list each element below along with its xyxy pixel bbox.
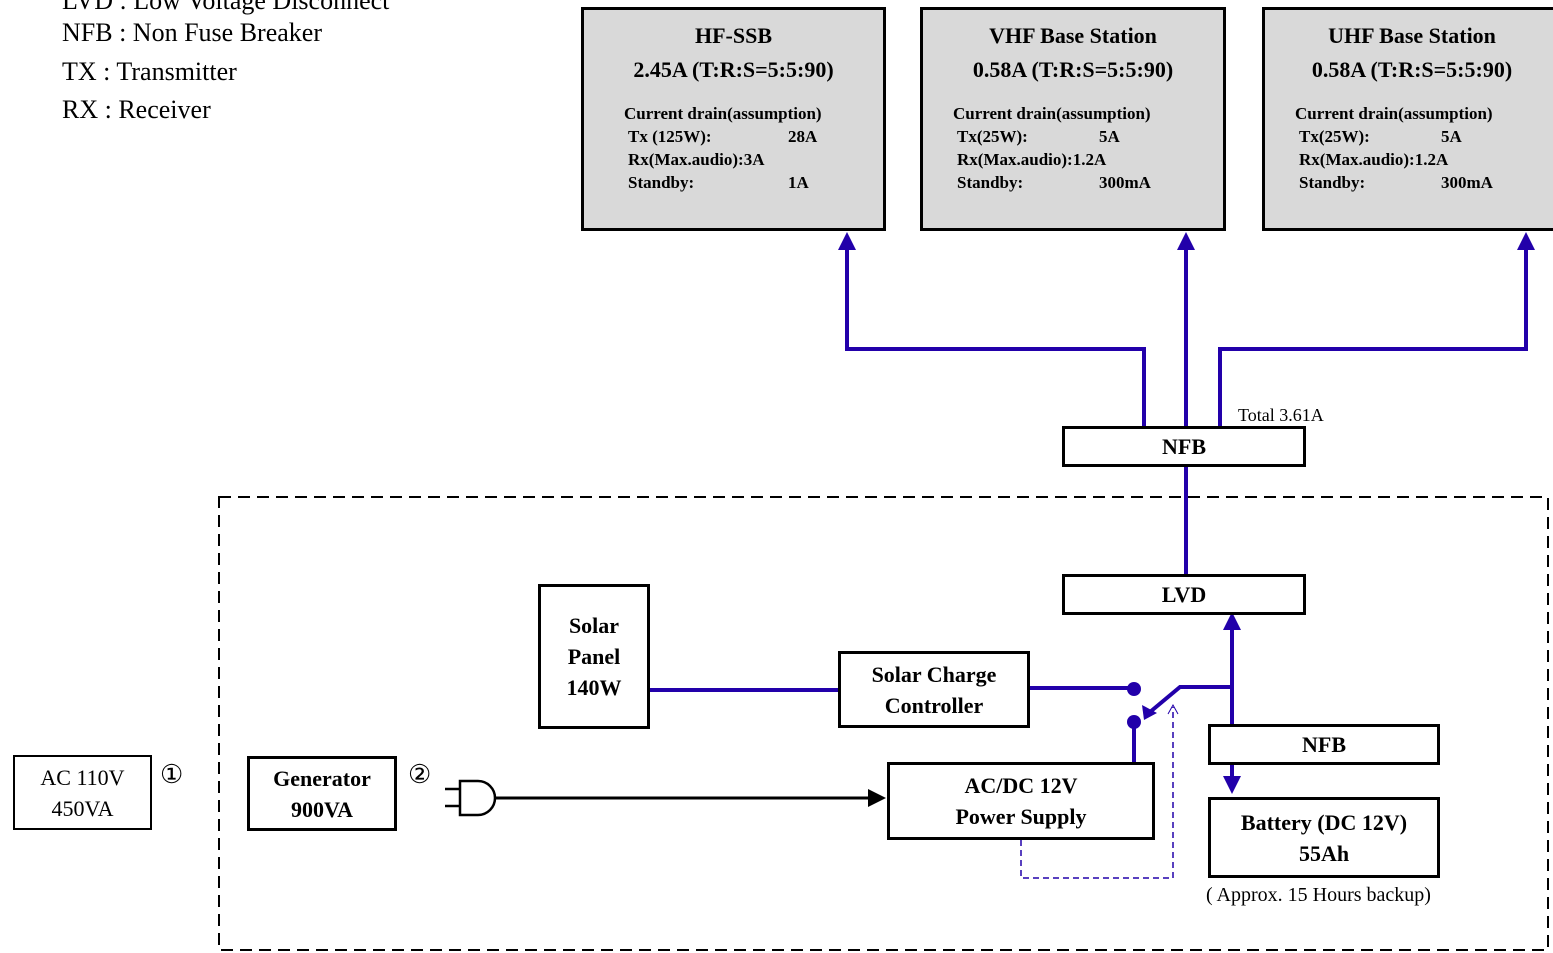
lvd-label: LVD — [1161, 582, 1207, 607]
mains-plug-icon — [445, 779, 497, 817]
tx-label: Tx (125W): — [628, 127, 712, 146]
acdc-power-supply-box: AC/DC 12V Power Supply — [887, 762, 1155, 840]
ac-source-box: AC 110V 450VA — [13, 755, 152, 830]
nfb-battery-label: NFB — [1302, 732, 1346, 757]
standby-label: Standby: — [1299, 173, 1366, 192]
battery-box: Battery (DC 12V) 55Ah — [1208, 797, 1440, 878]
rx-label: Rx(Max.audio):1.2A — [957, 150, 1107, 169]
ac-source-line: 450VA — [51, 795, 114, 821]
radio-title: UHF Base Station — [1328, 23, 1496, 48]
acdc-line: AC/DC 12V — [964, 773, 1078, 798]
battery-arrows — [1142, 612, 1241, 794]
tx-value: 5A — [1441, 127, 1462, 146]
tx-label: Tx(25W): — [957, 127, 1028, 146]
rx-label: Rx(Max.audio):3A — [628, 150, 765, 169]
radio-hf-ssb: HF-SSB 2.45A (T:R:S=5:5:90) Current drai… — [581, 7, 886, 231]
ac-source-line: AC 110V — [40, 764, 125, 790]
generator-line: Generator — [273, 765, 371, 791]
radio-title: VHF Base Station — [989, 23, 1157, 48]
nfb-main-breaker: NFB — [1062, 426, 1306, 467]
total-current-label: Total 3.61A — [1238, 405, 1324, 425]
nfb-main-label: NFB — [1162, 434, 1206, 459]
lvd-box: LVD — [1062, 574, 1306, 615]
marker-2: ② — [408, 760, 432, 789]
radio-drain: Current drain(assumption) Tx(25W): 5A Rx(… — [953, 102, 1151, 194]
solar-panel-box: Solar Panel 140W — [538, 584, 650, 729]
controller-line: Controller — [884, 692, 984, 718]
generator-box: Generator 900VA — [247, 756, 397, 831]
legend-rx: RX : Receiver — [62, 95, 211, 124]
radio-current: 2.45A (T:R:S=5:5:90) — [633, 57, 834, 82]
drain-header: Current drain(assumption) — [1295, 104, 1493, 123]
standby-value: 1A — [788, 173, 809, 192]
tx-value: 5A — [1099, 127, 1120, 146]
standby-value: 300mA — [1441, 173, 1493, 192]
radio-drain: Current drain(assumption) Tx (125W):28A … — [624, 102, 822, 194]
radio-feed-wires — [845, 240, 1528, 427]
acdc-line: Power Supply — [955, 804, 1087, 829]
nfb-battery-breaker: NFB — [1208, 724, 1440, 765]
standby-value: 300mA — [1099, 173, 1151, 192]
radio-title: HF-SSB — [694, 23, 773, 48]
legend-nfb: NFB : Non Fuse Breaker — [62, 18, 322, 47]
radio-current: 0.58A (T:R:S=5:5:90) — [972, 57, 1174, 82]
marker-1: ① — [160, 760, 184, 789]
solar-panel-line: Solar — [568, 613, 620, 638]
tx-value: 28A — [788, 127, 818, 146]
solar-charge-controller-box: Solar Charge Controller — [838, 651, 1030, 728]
solar-panel-line: Panel — [567, 644, 621, 669]
radio-drain: Current drain(assumption) Tx(25W): 5A Rx(… — [1295, 102, 1493, 194]
solar-panel-line: 140W — [566, 675, 622, 700]
legend-lvd: LVD : Low Voltage Disconnect — [62, 0, 390, 15]
generator-line: 900VA — [291, 796, 353, 822]
battery-backup-note: ( Approx. 15 Hours backup) — [1206, 884, 1431, 906]
standby-label: Standby: — [957, 173, 1024, 192]
radio-current: 0.58A (T:R:S=5:5:90) — [1311, 57, 1513, 82]
generator-feed-arrow — [868, 789, 886, 807]
standby-label: Standby: — [628, 173, 695, 192]
switch-contact-mains — [1127, 715, 1141, 729]
tx-label: Tx(25W): — [1299, 127, 1370, 146]
battery-line: Battery (DC 12V) — [1240, 809, 1408, 835]
radio-vhf-base: VHF Base Station 0.58A (T:R:S=5:5:90) Cu… — [920, 7, 1226, 231]
radio-feed-arrows — [838, 232, 1535, 250]
solar-wires — [650, 686, 1136, 765]
switch-control-dashed — [1020, 707, 1174, 879]
drain-header: Current drain(assumption) — [624, 104, 822, 123]
legend-tx: TX : Transmitter — [62, 57, 237, 86]
rx-label: Rx(Max.audio):1.2A — [1299, 150, 1449, 169]
switch-contact-solar — [1127, 682, 1141, 696]
radio-uhf-base: UHF Base Station 0.58A (T:R:S=5:5:90) Cu… — [1262, 7, 1553, 231]
controller-line: Solar Charge — [871, 661, 997, 687]
drain-header: Current drain(assumption) — [953, 104, 1151, 123]
battery-line: 55Ah — [1298, 840, 1350, 866]
